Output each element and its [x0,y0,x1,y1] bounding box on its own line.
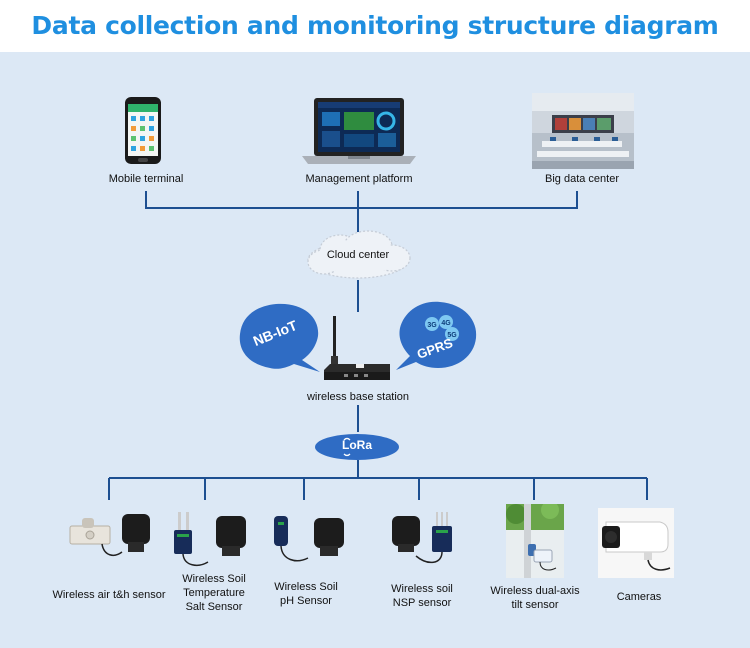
tilt-sensor-image [506,504,564,578]
base-station-label: wireless base station [306,391,410,403]
badge-3g: 3G [427,322,437,329]
soil-ph-sensor-image [274,516,344,562]
gprs-bubble [396,301,477,370]
cameras-label: Cameras [616,591,662,603]
soil-temp-salt-sensor-image [174,512,246,567]
lora-badge [315,434,399,460]
nbiot-bubble [239,303,320,372]
mobile-terminal-label: Mobile terminal [108,173,184,185]
cloud-icon [307,230,411,279]
big-data-center-label: Big data center [545,173,619,185]
lora-label: LoRa [342,438,372,452]
management-platform-label: Management platform [305,173,413,185]
big-data-center-image [532,93,634,169]
management-platform-image [302,98,416,164]
badge-4g: 4G [441,320,451,327]
soil-nsp-sensor-image [392,512,452,564]
badge-5g: 5G [447,332,457,339]
air-th-sensor-image [69,514,150,557]
base-station-image [324,316,390,380]
cloud-label: Cloud center [326,249,390,261]
camera-image [598,508,674,578]
mobile-terminal-image [125,97,161,164]
air-th-sensor-label: Wireless air t&h sensor [52,589,166,601]
diagram-title: Data collection and monitoring structure… [31,11,719,40]
